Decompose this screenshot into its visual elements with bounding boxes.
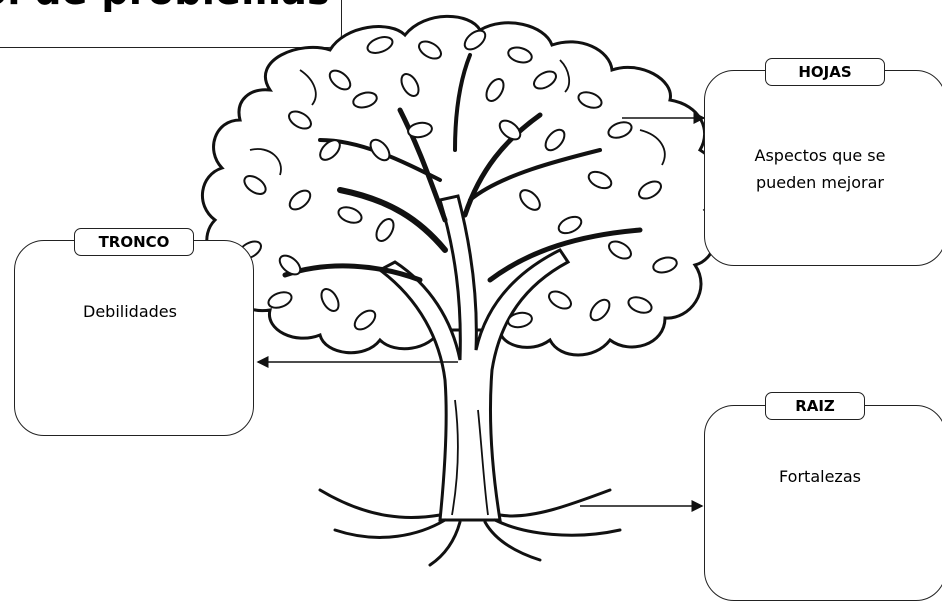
- raiz-label: RAIZ: [765, 392, 865, 420]
- tree-trunk: [377, 194, 571, 522]
- hojas-text: Aspectos que se pueden mejorar: [754, 146, 886, 192]
- hojas-label: HOJAS: [765, 58, 885, 86]
- raiz-text: Fortalezas: [779, 467, 861, 486]
- tronco-label: TRONCO: [74, 228, 194, 256]
- hojas-box: [704, 70, 942, 266]
- tree-roots: [318, 488, 622, 567]
- title-box: ol de problemas: [0, 0, 342, 48]
- leaves: [238, 29, 678, 331]
- diagram-title: ol de problemas: [0, 0, 330, 13]
- tronco-box: [14, 240, 254, 436]
- tronco-text: Debilidades: [83, 302, 177, 321]
- raiz-box: [704, 405, 942, 601]
